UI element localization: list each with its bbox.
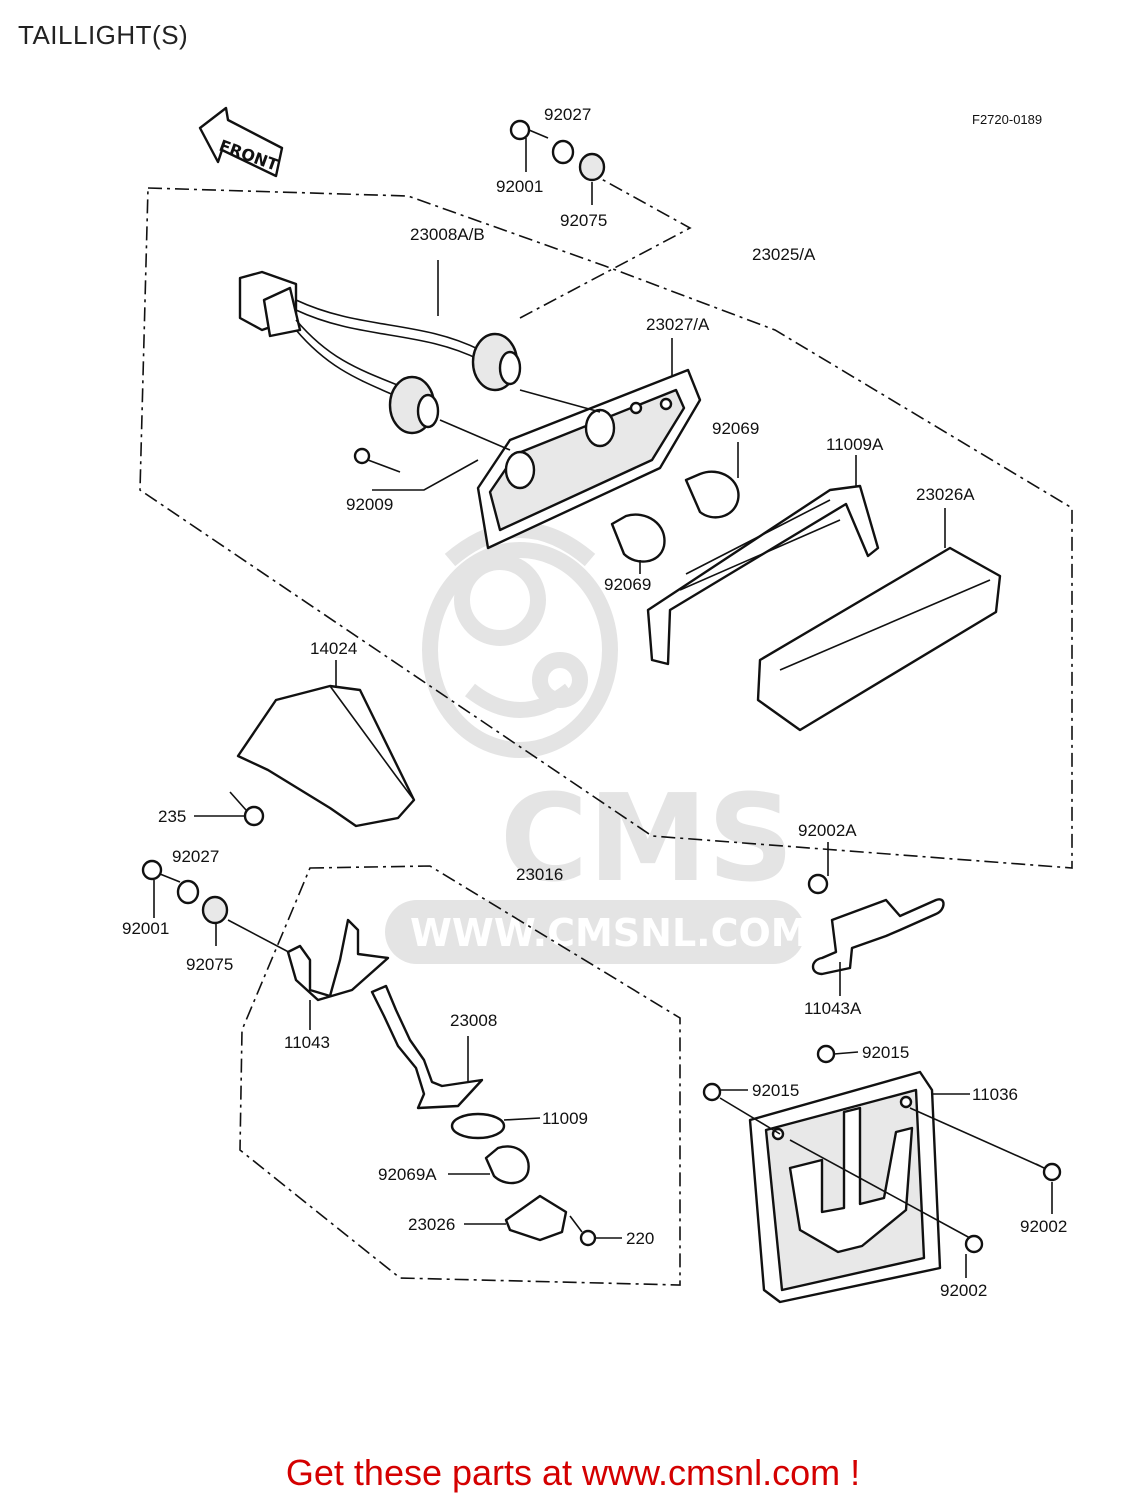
part-label: 92075	[560, 211, 607, 230]
part-labels: 92027 92001 92075 23008A/B 23025/A 23027…	[122, 105, 1067, 1300]
part-label: 11043A	[804, 999, 862, 1018]
screw-92001-lower-icon	[141, 859, 181, 883]
part-label: 92069A	[378, 1165, 437, 1184]
lower-assembly-outline	[239, 865, 681, 1286]
part-label: 11043	[284, 1033, 330, 1052]
part-label: 92001	[122, 919, 169, 938]
upper-assembly-outline	[139, 187, 1073, 869]
wiring-harness	[238, 270, 522, 435]
part-label: 23026	[408, 1215, 455, 1234]
part-label: 11009A	[826, 435, 884, 454]
nut-92015-upper-icon	[816, 1044, 836, 1064]
part-label: 23027/A	[646, 315, 710, 334]
part-label: 92027	[544, 105, 591, 124]
socket-23008	[370, 984, 484, 1110]
part-label: 14024	[310, 639, 357, 658]
screw-220-icon	[569, 1215, 597, 1247]
watermark-mascot	[422, 522, 618, 758]
part-label: 92009	[346, 495, 393, 514]
part-label: 92002	[940, 1281, 987, 1300]
part-label: 92015	[752, 1081, 799, 1100]
part-label: 23026A	[916, 485, 975, 504]
part-label: 92001	[496, 177, 543, 196]
part-label: 220	[626, 1229, 654, 1248]
part-label: 92002A	[798, 821, 857, 840]
part-label: 23025/A	[752, 245, 816, 264]
gasket-11009-icon	[450, 1112, 506, 1140]
figure-code: F2720-0189	[972, 112, 1042, 127]
page-title: TAILLIGHT(S)	[18, 20, 189, 50]
part-label: 23008A/B	[410, 225, 485, 244]
screw-235-icon	[229, 791, 265, 827]
lens-23026	[504, 1194, 568, 1242]
part-label: 23016	[516, 865, 563, 884]
part-label: 92075	[186, 955, 233, 974]
nut-92015-lower-icon	[702, 1082, 722, 1102]
bulb-upper-icon	[684, 470, 740, 519]
part-label: 11036	[972, 1085, 1018, 1104]
license-light-cover	[236, 684, 416, 828]
collar-top-icon	[551, 139, 575, 165]
part-label: 92002	[1020, 1217, 1067, 1236]
watermark-brand: CMS	[500, 770, 794, 909]
part-label: 23008	[450, 1011, 497, 1030]
part-label: 92015	[862, 1043, 909, 1062]
bracket-11043	[286, 918, 390, 1002]
bulb-92069a-icon	[484, 1145, 530, 1185]
part-label: 92027	[172, 847, 219, 866]
license-plate-bracket	[748, 1070, 942, 1304]
part-label: 92069	[712, 419, 759, 438]
screw-92002-right-icon	[1035, 1162, 1062, 1182]
part-label: 235	[158, 807, 186, 826]
lens	[756, 546, 1002, 732]
front-arrow-icon: FRONT	[198, 106, 284, 178]
grommet-lower-icon	[201, 895, 229, 925]
collar-lower-icon	[176, 879, 200, 905]
screw-top-icon	[509, 119, 549, 141]
footer-promo[interactable]: Get these parts at www.cmsnl.com !	[285, 1452, 861, 1493]
screw-92009-icon	[353, 447, 401, 473]
taillight-base	[476, 368, 702, 550]
part-label: 92069	[604, 575, 651, 594]
bracket-11043a	[807, 873, 945, 976]
part-label: 11009	[542, 1109, 588, 1128]
watermark-url: WWW.CMSNL.COM	[410, 911, 809, 955]
grommet-top-icon	[578, 152, 606, 182]
bulb-lower-icon	[610, 513, 666, 563]
upper-inner-outline	[519, 175, 692, 319]
screw-92002-bottom-icon	[964, 1234, 984, 1254]
watermark: CMS WWW.CMSNL.COM	[385, 522, 809, 964]
lens-frame	[646, 484, 880, 666]
